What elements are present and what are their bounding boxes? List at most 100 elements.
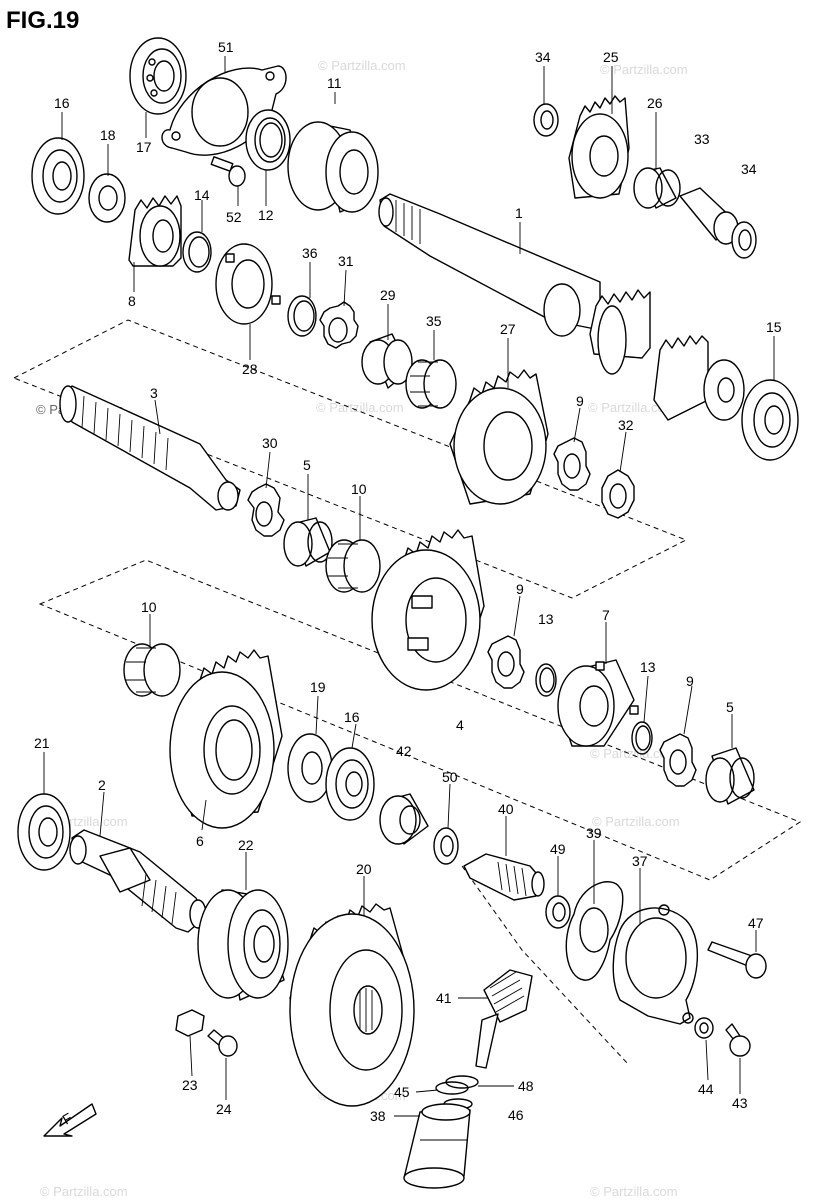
callout-1: 1 [515, 205, 523, 221]
collar-28 [215, 243, 281, 325]
o-ring-48 [445, 1075, 479, 1089]
callout-44: 44 [698, 1081, 714, 1097]
watermark: © Partzilla.com [590, 746, 678, 761]
callout-3: 3 [150, 385, 158, 401]
washer-49 [545, 895, 571, 929]
collar-42 [379, 793, 429, 845]
callout-12: 12 [258, 207, 274, 223]
gear-4 [371, 529, 485, 691]
watermark: © Partzilla.com [592, 814, 680, 829]
circlip-36 [287, 295, 317, 337]
callout-51: 51 [218, 39, 234, 55]
bearing-17 [129, 37, 187, 115]
callout-50: 50 [442, 769, 458, 785]
washer-30 [247, 483, 285, 537]
bushing-26 [633, 167, 681, 209]
needle-bearing-10-left [123, 643, 181, 697]
washer-34-top [533, 103, 559, 137]
callout-2: 2 [98, 777, 106, 793]
bushing-29 [361, 333, 413, 389]
watermark: © Partzilla.com [588, 400, 676, 415]
callout-25: 25 [603, 49, 619, 65]
callout-24: 24 [216, 1101, 232, 1117]
collar-23 [175, 1009, 205, 1037]
leader-lines [43, 56, 775, 1117]
washer-18 [88, 173, 126, 223]
callout-35: 35 [426, 313, 442, 329]
callout-39: 39 [586, 825, 602, 841]
washer-9-mid [487, 635, 525, 689]
callout-26: 26 [647, 95, 663, 111]
callout-9-mid: 9 [516, 581, 524, 597]
bearing-21 [17, 793, 71, 871]
callout-14: 14 [194, 187, 210, 203]
callout-52: 52 [226, 209, 242, 225]
watermark: © Partzilla.com [40, 1184, 128, 1199]
figure-title: FIG.19 [6, 7, 79, 34]
circlip-13-mid [535, 663, 557, 697]
callout-13-right: 13 [640, 659, 656, 675]
callout-9-top: 9 [576, 393, 584, 409]
callout-10-left: 10 [141, 599, 157, 615]
callout-41: 41 [436, 990, 452, 1006]
drive-shaft-2 [69, 829, 207, 933]
driveshaft-assembly-boundary [38, 559, 802, 881]
gear-6 [169, 649, 283, 829]
circlip-14 [182, 231, 212, 273]
bolt-47 [707, 941, 767, 979]
washer-34-right [731, 221, 757, 259]
bearing-22 [197, 889, 289, 1001]
callout-5-mid: 5 [303, 457, 311, 473]
callout-42: 42 [396, 743, 412, 759]
countershaft-assembly-boundary [12, 319, 688, 599]
callout-16-mid: 16 [344, 709, 360, 725]
watermark: © Partzilla.com [600, 62, 688, 77]
main-shaft-1 [378, 193, 745, 421]
housing-37 [612, 904, 698, 1025]
callout-40: 40 [498, 801, 514, 817]
callout-47: 47 [748, 915, 764, 931]
callout-34-top: 34 [535, 49, 551, 65]
bushing-5-mid [283, 517, 333, 567]
gear-27 [449, 369, 549, 505]
circlip-32 [601, 469, 635, 519]
washer-44 [694, 1017, 714, 1039]
front-direction-arrow-icon: F [43, 1103, 97, 1137]
screw-52 [210, 156, 246, 187]
callout-48: 48 [518, 1078, 534, 1094]
callout-31: 31 [338, 253, 354, 269]
callout-8: 8 [128, 293, 136, 309]
callout-21: 21 [34, 735, 50, 751]
callout-30: 30 [262, 435, 278, 451]
washer-9-top [553, 437, 591, 491]
callout-10-mid: 10 [351, 481, 367, 497]
callout-17: 17 [136, 139, 152, 155]
needle-bearing-35 [405, 359, 457, 409]
bushing-38 [403, 1103, 471, 1189]
callout-15: 15 [766, 319, 782, 335]
collar-7 [557, 659, 639, 747]
callout-46: 46 [508, 1107, 524, 1123]
bearing-11 [287, 121, 379, 213]
callout-7: 7 [602, 607, 610, 623]
bearing-16-left [31, 137, 85, 215]
callout-43: 43 [732, 1095, 748, 1111]
washer-19 [287, 733, 333, 803]
bushing-5-right [705, 747, 755, 805]
callout-33: 33 [694, 131, 710, 147]
bolt-43 [725, 1023, 751, 1057]
gear-25 [568, 95, 630, 199]
circlip-13-right [631, 721, 653, 755]
gasket-39 [565, 881, 624, 981]
callout-37: 37 [632, 853, 648, 869]
callout-6: 6 [196, 833, 204, 849]
bolt-24 [207, 1029, 238, 1057]
countershaft-3 [59, 385, 241, 511]
washer-31 [319, 301, 359, 349]
callout-5-right: 5 [726, 699, 734, 715]
needle-bearing-10-mid [325, 539, 381, 593]
callout-38: 38 [370, 1108, 386, 1124]
washer-9-right [659, 733, 697, 787]
speedometer-gear-41 [475, 969, 533, 1069]
